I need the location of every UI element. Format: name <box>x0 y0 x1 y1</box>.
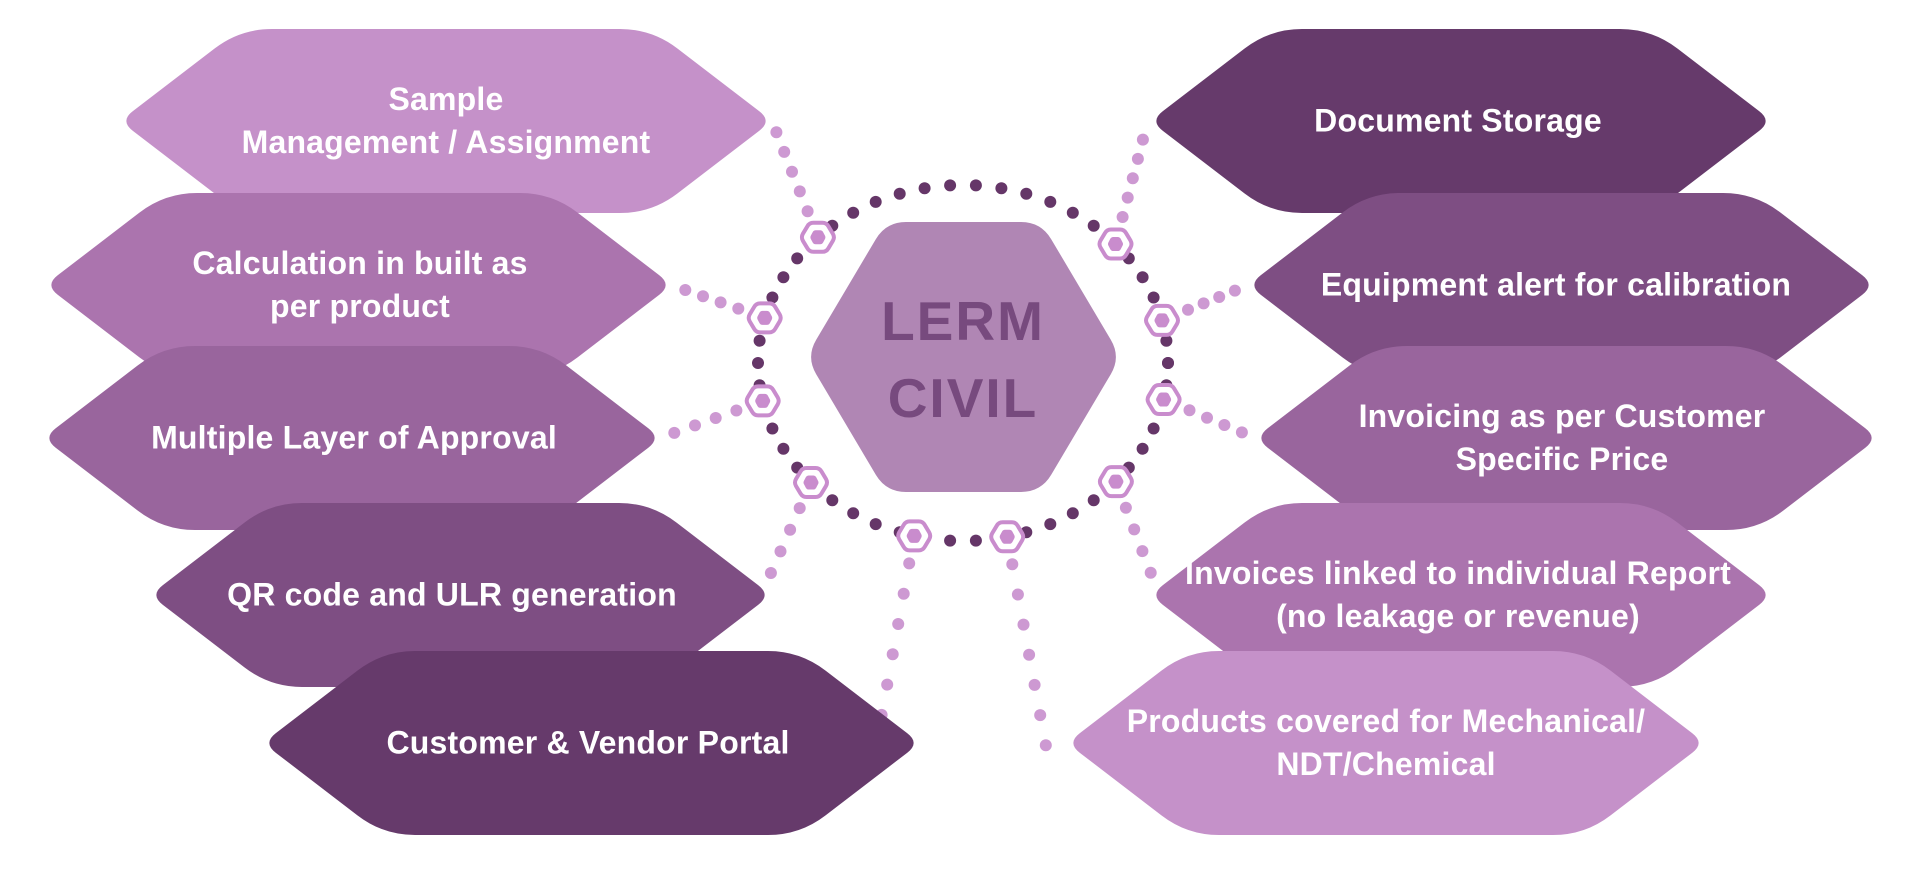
label-line: Document Storage <box>1314 102 1602 139</box>
hex-node-icon <box>1097 227 1134 261</box>
feature-shape-right-3 <box>1261 346 1872 530</box>
feature-shape-right-1 <box>1156 29 1766 213</box>
center-title: LERM CIVIL <box>881 283 1045 437</box>
feature-label-right-4: Invoices linked to individual Report (no… <box>1185 552 1731 638</box>
feature-label-right-3: Invoicing as per Customer Specific Price <box>1359 395 1766 481</box>
feature-shape-left-3 <box>49 346 655 530</box>
label-line: QR code and ULR generation <box>227 576 677 613</box>
label-line: Customer & Vendor Portal <box>386 724 790 761</box>
label-line: Invoicing as per Customer <box>1358 398 1766 434</box>
label-line: Equipment alert for calibration <box>1320 266 1792 303</box>
label-line: (no leakage or revenue) <box>1276 598 1640 634</box>
hex-node-icon <box>1144 303 1180 337</box>
feature-label-left-3: Multiple Layer of Approval <box>151 417 557 460</box>
feature-shape-left-2 <box>51 193 666 377</box>
label-line: Invoices linked to individual Report <box>1185 555 1731 591</box>
feature-label-left-4: QR code and ULR generation <box>227 574 677 617</box>
center-title-line2: CIVIL <box>887 367 1039 429</box>
feature-label-left-2: Calculation in built as per product <box>192 242 527 328</box>
hex-node-icon <box>744 384 781 418</box>
feature-label-left-1: Sample Management / Assignment <box>242 78 651 164</box>
hex-node-icon <box>793 466 829 499</box>
label-line: Management / Assignment <box>241 124 651 160</box>
feature-shape-left-4 <box>156 503 765 687</box>
feature-shape-right-2 <box>1254 193 1869 377</box>
hex-markers <box>744 220 1182 554</box>
label-line: Specific Price <box>1455 441 1669 477</box>
feature-shape-left-5 <box>269 651 914 835</box>
feature-shapes <box>49 29 1872 835</box>
hex-node-icon <box>799 220 836 254</box>
label-line: Sample <box>388 81 504 117</box>
feature-label-left-5: Customer & Vendor Portal <box>386 722 789 765</box>
feature-label-right-1: Document Storage <box>1314 100 1602 143</box>
feature-shape-right-5 <box>1073 651 1699 835</box>
label-line: per product <box>270 288 450 324</box>
feature-shape-left-1 <box>126 29 766 213</box>
label-line: Calculation in built as <box>192 245 528 281</box>
label-line: Products covered for Mechanical/ <box>1126 703 1646 739</box>
center-title-line1: LERM <box>881 290 1045 352</box>
hex-node-icon <box>746 301 783 335</box>
hex-node-icon <box>1097 465 1134 499</box>
hex-node-icon <box>1145 383 1182 416</box>
label-line: Multiple Layer of Approval <box>151 419 557 456</box>
hex-node-icon <box>896 519 933 553</box>
feature-label-right-5: Products covered for Mechanical/ NDT/Che… <box>1127 700 1646 786</box>
label-line: NDT/Chemical <box>1276 746 1496 782</box>
hex-node-icon <box>989 520 1026 554</box>
feature-shape-right-4 <box>1156 503 1766 687</box>
feature-label-right-2: Equipment alert for calibration <box>1321 264 1791 307</box>
center-hexagon <box>811 222 1116 492</box>
